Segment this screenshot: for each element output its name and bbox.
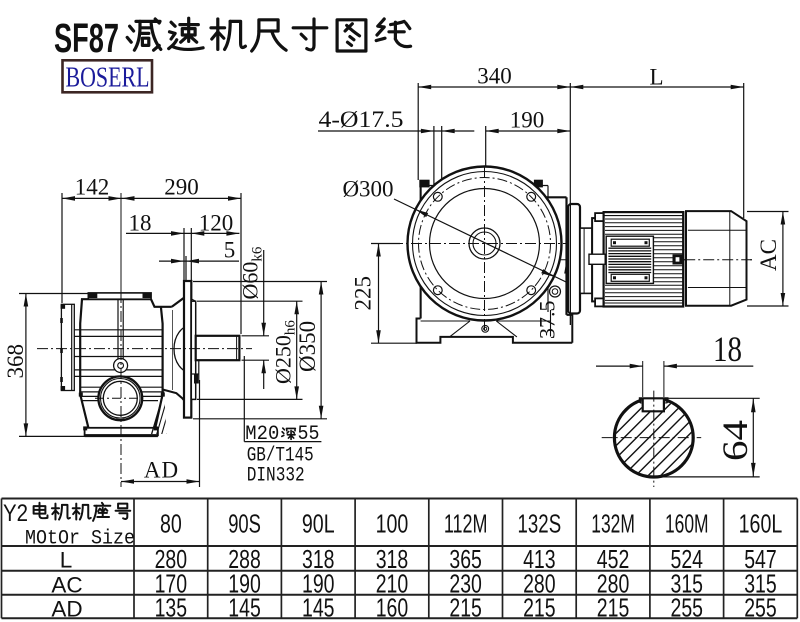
- svg-text:AD: AD: [144, 458, 179, 483]
- svg-text:255: 255: [744, 594, 777, 622]
- svg-text:547: 547: [744, 546, 777, 574]
- svg-text:210: 210: [376, 570, 409, 598]
- svg-text:230: 230: [449, 570, 482, 598]
- svg-text:AD: AD: [51, 597, 82, 622]
- svg-text:Ø350: Ø350: [295, 321, 320, 372]
- svg-text:145: 145: [228, 594, 261, 622]
- svg-text:413: 413: [523, 546, 556, 574]
- svg-text:315: 315: [744, 570, 777, 598]
- svg-text:365: 365: [449, 546, 482, 574]
- svg-text:M20: M20: [245, 423, 279, 446]
- svg-text:225: 225: [351, 276, 376, 311]
- svg-text:Ø300: Ø300: [342, 177, 393, 202]
- svg-text:340: 340: [477, 64, 512, 89]
- svg-text:255: 255: [671, 594, 704, 622]
- svg-text:315: 315: [671, 570, 704, 598]
- svg-text:SF87: SF87: [54, 15, 119, 61]
- svg-text:280: 280: [155, 546, 188, 574]
- svg-text:37.5: 37.5: [535, 301, 560, 340]
- svg-text:160: 160: [376, 594, 409, 622]
- svg-text:318: 318: [302, 546, 335, 574]
- svg-text:142: 142: [75, 175, 110, 200]
- svg-text:5: 5: [224, 238, 236, 263]
- svg-text:452: 452: [597, 546, 630, 574]
- svg-text:DIN332: DIN332: [247, 465, 305, 488]
- svg-text:215: 215: [449, 594, 482, 622]
- svg-text:215: 215: [597, 594, 630, 622]
- svg-text:GB/T145: GB/T145: [247, 445, 314, 468]
- svg-text:190: 190: [302, 570, 335, 598]
- svg-text:Ø60k6: Ø60k6: [238, 246, 266, 299]
- svg-text:132S: 132S: [518, 508, 562, 538]
- svg-text:100: 100: [376, 508, 409, 538]
- svg-text:190: 190: [228, 570, 261, 598]
- svg-text:BOSERL: BOSERL: [66, 62, 150, 94]
- svg-text:18: 18: [713, 329, 742, 369]
- svg-text:288: 288: [228, 546, 261, 574]
- svg-text:160L: 160L: [739, 508, 783, 538]
- svg-text:145: 145: [302, 594, 335, 622]
- svg-text:215: 215: [523, 594, 556, 622]
- svg-text:280: 280: [523, 570, 556, 598]
- svg-text:290: 290: [164, 175, 199, 200]
- svg-text:18: 18: [129, 211, 152, 236]
- svg-text:524: 524: [671, 546, 704, 574]
- svg-text:AC: AC: [756, 239, 781, 271]
- svg-text:170: 170: [155, 570, 188, 598]
- svg-text:L: L: [60, 547, 73, 572]
- svg-text:64: 64: [715, 420, 755, 461]
- svg-text:AC: AC: [51, 573, 82, 598]
- svg-text:4-Ø17.5: 4-Ø17.5: [319, 107, 404, 132]
- svg-text:L: L: [649, 65, 663, 90]
- svg-text:80: 80: [160, 508, 182, 538]
- svg-text:55: 55: [298, 423, 320, 446]
- svg-text:112M: 112M: [444, 508, 488, 538]
- svg-text:368: 368: [3, 344, 28, 379]
- svg-text:120: 120: [199, 211, 234, 236]
- svg-text:132M: 132M: [591, 508, 635, 538]
- svg-text:160M: 160M: [665, 508, 709, 538]
- svg-text:MOtOr Size: MOtOr Size: [25, 528, 135, 551]
- svg-text:135: 135: [155, 594, 188, 622]
- svg-text:190: 190: [510, 108, 545, 133]
- svg-text:Y2: Y2: [3, 500, 28, 527]
- svg-text:280: 280: [597, 570, 630, 598]
- svg-text:318: 318: [376, 546, 409, 574]
- svg-text:90S: 90S: [228, 508, 261, 538]
- svg-text:90L: 90L: [302, 508, 335, 538]
